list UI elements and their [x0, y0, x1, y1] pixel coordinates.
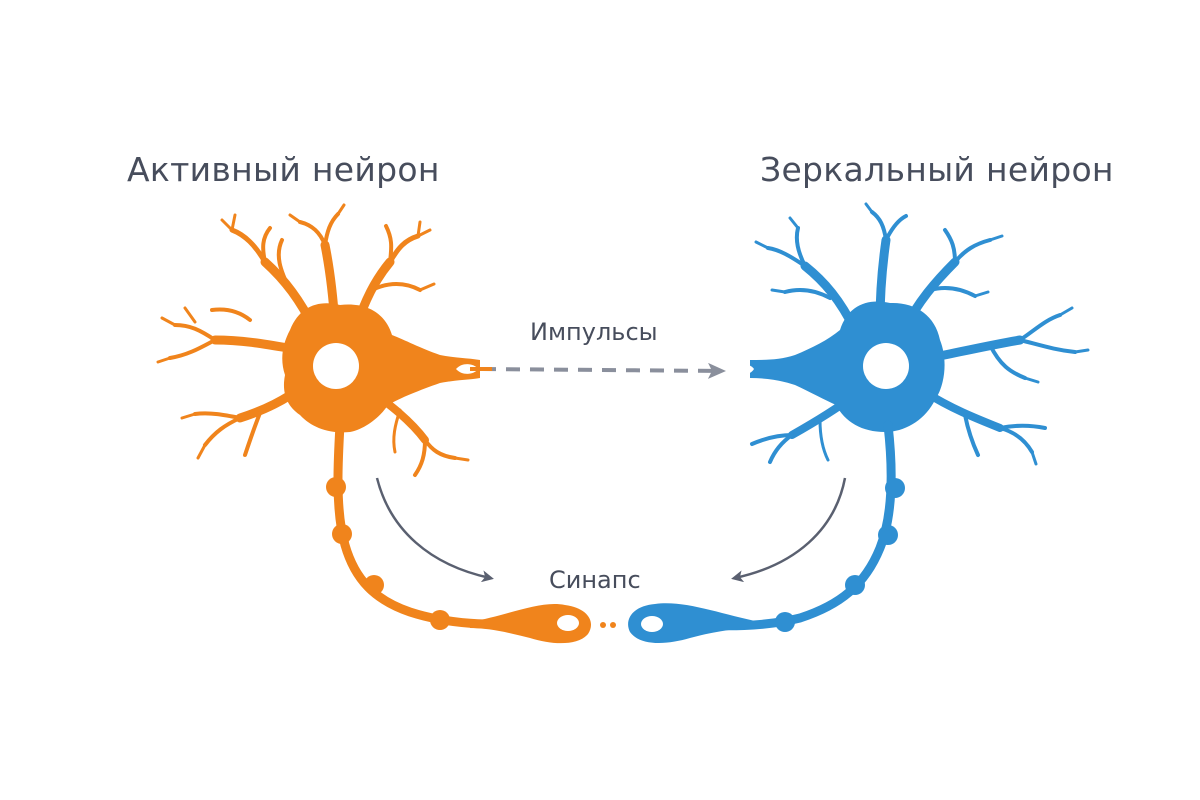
active-neuron-nucleus — [313, 343, 359, 389]
synaptic-gap — [600, 622, 616, 628]
mirror-synaptic-vesicle — [641, 616, 663, 632]
active-axon-node — [326, 477, 346, 497]
active-axon-node — [430, 610, 450, 630]
mirror-neuron — [628, 202, 1090, 643]
active-axon-node — [364, 575, 384, 595]
active-neuron-axon — [333, 420, 535, 629]
active-neuron — [156, 203, 592, 644]
impulses-label: Импульсы — [530, 318, 658, 346]
mirror-synaptic-terminal — [628, 603, 760, 643]
impulse-arrow — [481, 362, 726, 379]
mirror-neuron-terminal — [732, 364, 754, 375]
active-synaptic-vesicle — [557, 615, 579, 631]
mirror-axon-node — [885, 478, 905, 498]
active-neuron-label: Активный нейрон — [127, 150, 440, 189]
mirror-neuron-soma — [750, 301, 945, 432]
active-axon-node — [332, 524, 352, 544]
synapse-label: Синапс — [549, 566, 641, 594]
mirror-neuron-label: Зеркальный нейрон — [760, 150, 1114, 189]
mirror-axon-node — [845, 575, 865, 595]
mirror-neuron-axon — [685, 420, 896, 631]
active-synaptic-terminal — [470, 603, 592, 644]
active-neuron-soma — [282, 303, 480, 433]
synapse-arrow-right — [731, 477, 847, 583]
synapse-arrow-left — [375, 477, 494, 583]
active-neuron-terminal — [456, 364, 478, 374]
mirror-axon-node — [878, 525, 898, 545]
mirror-axon-node — [775, 612, 795, 632]
mirror-neuron-nucleus — [863, 343, 909, 389]
